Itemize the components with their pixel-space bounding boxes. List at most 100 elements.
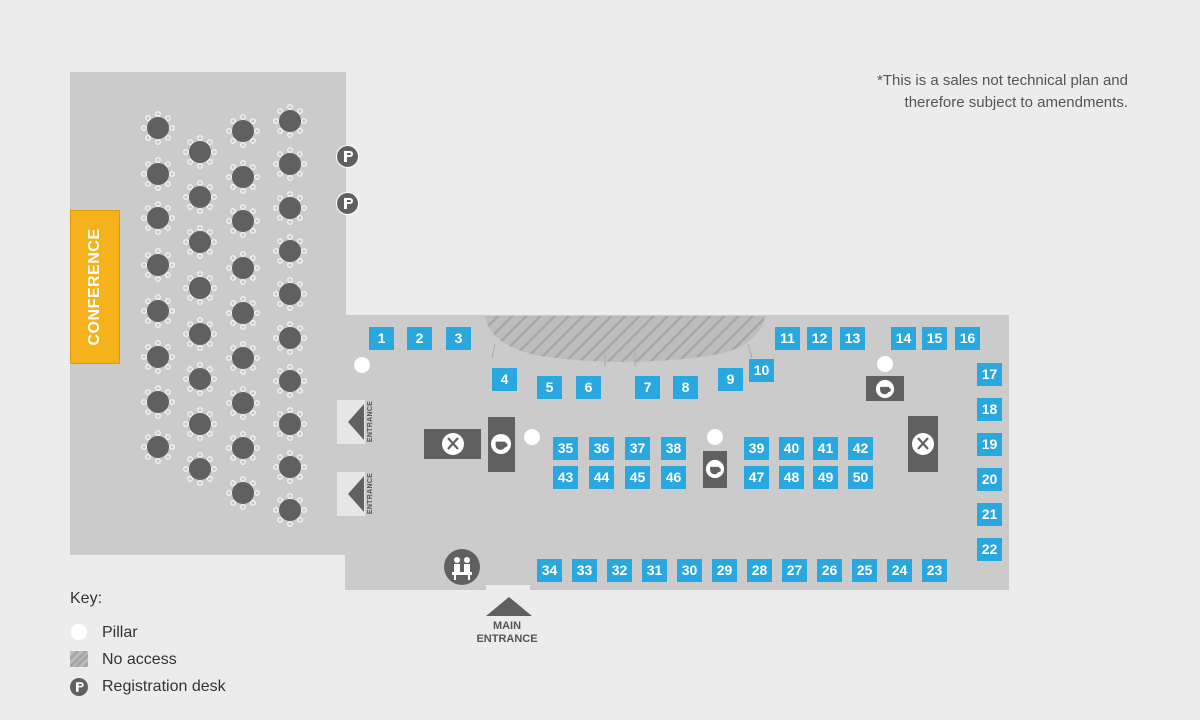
coffee-icon: [875, 379, 895, 399]
stand-6[interactable]: 6: [576, 376, 601, 399]
stand-12[interactable]: 12: [807, 327, 832, 350]
registration-desk-icon: [336, 192, 359, 215]
stand-27[interactable]: 27: [782, 559, 807, 582]
round-table-icon: [226, 114, 260, 148]
stand-5[interactable]: 5: [537, 376, 562, 399]
stand-1[interactable]: 1: [369, 327, 394, 350]
no-access-area: [485, 316, 765, 366]
entrance-arrow-icon: [348, 404, 364, 440]
stand-37[interactable]: 37: [625, 437, 650, 460]
stand-28[interactable]: 28: [747, 559, 772, 582]
stand-15[interactable]: 15: [922, 327, 947, 350]
stand-50[interactable]: 50: [848, 466, 873, 489]
round-table-icon: [273, 277, 307, 311]
stand-35[interactable]: 35: [553, 437, 578, 460]
round-table-icon: [273, 450, 307, 484]
stand-41[interactable]: 41: [813, 437, 838, 460]
round-table-icon: [183, 407, 217, 441]
round-table-icon: [273, 364, 307, 398]
round-table-icon: [183, 317, 217, 351]
stand-44[interactable]: 44: [589, 466, 614, 489]
stand-10[interactable]: 10: [749, 359, 774, 382]
stand-17[interactable]: 17: [977, 363, 1002, 386]
stand-30[interactable]: 30: [677, 559, 702, 582]
key-title: Key:: [70, 590, 103, 607]
pillar-key-icon: [71, 624, 87, 640]
stand-32[interactable]: 32: [607, 559, 632, 582]
entrance-label: ENTRANCE: [367, 472, 375, 515]
restaurant-icon: [442, 433, 464, 455]
stand-18[interactable]: 18: [977, 398, 1002, 421]
pillar: [354, 357, 370, 373]
round-table-icon: [141, 294, 175, 328]
restaurant-icon: [912, 433, 934, 455]
stand-45[interactable]: 45: [625, 466, 650, 489]
round-table-icon: [273, 191, 307, 225]
key-no-access-label: No access: [102, 651, 177, 668]
coffee-icon: [491, 434, 511, 454]
stand-4[interactable]: 4: [492, 368, 517, 391]
coffee-icon: [705, 459, 725, 479]
stand-29[interactable]: 29: [712, 559, 737, 582]
stand-33[interactable]: 33: [572, 559, 597, 582]
stand-40[interactable]: 40: [779, 437, 804, 460]
stand-25[interactable]: 25: [852, 559, 877, 582]
stand-24[interactable]: 24: [887, 559, 912, 582]
round-table-icon: [183, 271, 217, 305]
round-table-icon: [141, 201, 175, 235]
round-table-icon: [226, 251, 260, 285]
no-access-key-icon: [70, 651, 88, 667]
stand-23[interactable]: 23: [922, 559, 947, 582]
main-entrance-line2: ENTRANCE: [476, 633, 538, 645]
stand-13[interactable]: 13: [840, 327, 865, 350]
round-table-icon: [183, 180, 217, 214]
stand-39[interactable]: 39: [744, 437, 769, 460]
stand-34[interactable]: 34: [537, 559, 562, 582]
round-table-icon: [141, 111, 175, 145]
stand-42[interactable]: 42: [848, 437, 873, 460]
entrance-arrow-icon: [486, 597, 532, 616]
stand-31[interactable]: 31: [642, 559, 667, 582]
stand-36[interactable]: 36: [589, 437, 614, 460]
stand-47[interactable]: 47: [744, 466, 769, 489]
stand-19[interactable]: 19: [977, 433, 1002, 456]
registration-desk-icon: [444, 549, 480, 585]
round-table-icon: [183, 452, 217, 486]
entrance-label: ENTRANCE: [367, 400, 375, 443]
entrance-arrow-icon: [348, 476, 364, 512]
stand-7[interactable]: 7: [635, 376, 660, 399]
disclaimer-line2: therefore subject to amendments.: [904, 94, 1128, 111]
conference-label-box: CONFERENCE: [70, 210, 120, 364]
stand-38[interactable]: 38: [661, 437, 686, 460]
stand-20[interactable]: 20: [977, 468, 1002, 491]
round-table-icon: [141, 157, 175, 191]
round-table-icon: [273, 147, 307, 181]
pillar: [524, 429, 540, 445]
conference-label: CONFERENCE: [86, 228, 103, 346]
stand-8[interactable]: 8: [673, 376, 698, 399]
stand-49[interactable]: 49: [813, 466, 838, 489]
round-table-icon: [226, 160, 260, 194]
stand-22[interactable]: 22: [977, 538, 1002, 561]
stand-48[interactable]: 48: [779, 466, 804, 489]
stand-46[interactable]: 46: [661, 466, 686, 489]
stand-2[interactable]: 2: [407, 327, 432, 350]
stand-9[interactable]: 9: [718, 368, 743, 391]
key-pillar-label: Pillar: [102, 624, 138, 641]
round-table-icon: [226, 431, 260, 465]
key-registration-label: Registration desk: [102, 678, 226, 695]
disclaimer-line1: *This is a sales not technical plan and: [877, 72, 1128, 89]
stand-16[interactable]: 16: [955, 327, 980, 350]
stand-21[interactable]: 21: [977, 503, 1002, 526]
stand-43[interactable]: 43: [553, 466, 578, 489]
round-table-icon: [226, 296, 260, 330]
round-table-icon: [183, 362, 217, 396]
stand-11[interactable]: 11: [775, 327, 800, 350]
stand-26[interactable]: 26: [817, 559, 842, 582]
stand-14[interactable]: 14: [891, 327, 916, 350]
round-table-icon: [226, 476, 260, 510]
stand-3[interactable]: 3: [446, 327, 471, 350]
round-table-icon: [183, 225, 217, 259]
round-table-icon: [273, 321, 307, 355]
